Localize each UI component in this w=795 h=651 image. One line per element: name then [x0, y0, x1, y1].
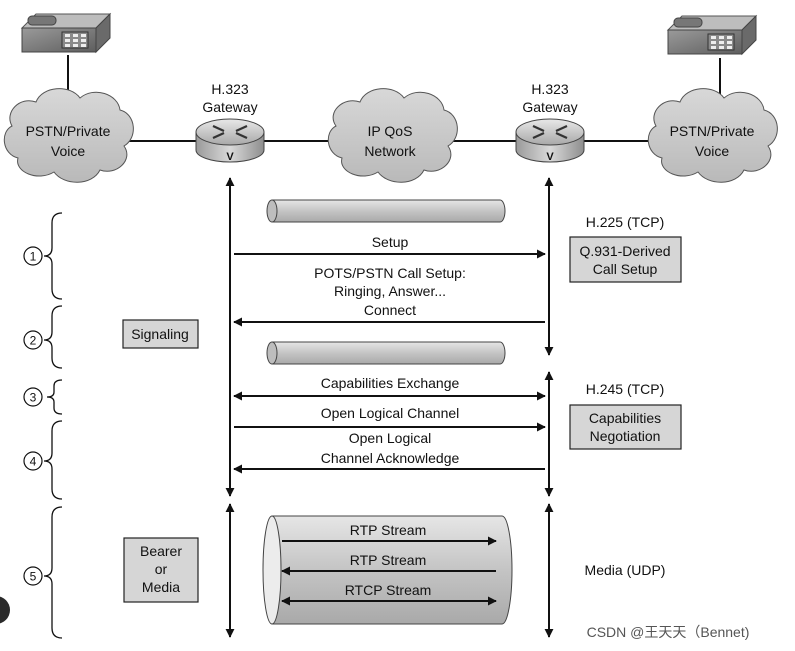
q931-box: Q.931-Derived Call Setup — [569, 236, 682, 283]
right-phone-icon — [666, 14, 758, 56]
bearer-line2: or — [155, 561, 168, 577]
step-1-number: 1 — [30, 250, 37, 264]
ip-qos-network-cloud: IP QoS Network — [327, 88, 458, 183]
edge-circle-decoration — [0, 596, 10, 624]
capabilities-line2: Negotiation — [590, 428, 661, 444]
pots-label-line2: Ringing, Answer... — [334, 283, 446, 299]
right-gateway-line1: H.323 — [531, 81, 569, 97]
setup-label: Setup — [372, 234, 409, 250]
rtp-stream-1-label: RTP Stream — [350, 522, 427, 538]
step-3: 3 — [23, 379, 63, 415]
step-4: 4 — [23, 420, 63, 500]
right-cloud-line2: Voice — [695, 143, 729, 159]
right-cloud-line1: PSTN/Private — [670, 123, 755, 139]
left-pstn-cloud: PSTN/Private Voice — [3, 88, 134, 183]
right-pstn-cloud: PSTN/Private Voice — [647, 88, 778, 183]
left-gateway-line2: Gateway — [202, 99, 257, 115]
bearer-line3: Media — [142, 579, 180, 595]
left-router-icon: V — [195, 118, 265, 163]
csdn-watermark: CSDN @王天天（Bennet) — [587, 624, 750, 640]
left-cloud-line2: Voice — [51, 143, 85, 159]
signaling-label: Signaling — [131, 326, 189, 342]
rtp-stream-2-label: RTP Stream — [350, 552, 427, 568]
left-phone-icon — [20, 12, 112, 54]
step-2-number: 2 — [30, 334, 37, 348]
bearer-line1: Bearer — [140, 543, 182, 559]
signaling-box: Signaling — [122, 319, 199, 349]
capabilities-line1: Capabilities — [589, 410, 661, 426]
q931-line1: Q.931-Derived — [579, 243, 670, 259]
bearer-media-box: Bearer or Media — [123, 537, 199, 603]
h225-tcp-pipe — [266, 199, 506, 223]
left-cloud-line1: PSTN/Private — [26, 123, 111, 139]
left-gateway: H.323 Gateway V — [195, 81, 265, 163]
center-cloud-line2: Network — [364, 143, 416, 159]
rtcp-stream-label: RTCP Stream — [345, 582, 432, 598]
left-router-badge: V — [226, 151, 234, 163]
media-udp-label: Media (UDP) — [585, 562, 666, 578]
left-gateway-line1: H.323 — [211, 81, 249, 97]
step-3-number: 3 — [30, 391, 37, 405]
step-4-number: 4 — [30, 455, 37, 469]
right-gateway-line2: Gateway — [522, 99, 577, 115]
pots-label-line3: Connect — [364, 302, 416, 318]
olc-ack-label-line1: Open Logical — [349, 430, 432, 446]
olc-label: Open Logical Channel — [321, 405, 460, 421]
pots-label-line1: POTS/PSTN Call Setup: — [314, 265, 466, 281]
h245-tcp-pipe — [266, 341, 506, 365]
cap-exchange-label: Capabilities Exchange — [321, 375, 460, 391]
h225-label: H.225 (TCP) — [586, 214, 665, 230]
right-router-icon: V — [515, 118, 585, 163]
h245-label: H.245 (TCP) — [586, 381, 665, 397]
right-router-badge: V — [546, 151, 554, 163]
capabilities-negotiation-box: Capabilities Negotiation — [569, 404, 682, 450]
right-gateway: H.323 Gateway V — [515, 81, 585, 163]
step-5-number: 5 — [30, 570, 37, 584]
step-2: 2 — [23, 305, 63, 369]
q931-line2: Call Setup — [593, 261, 658, 277]
step-1: 1 — [23, 212, 63, 300]
center-cloud-line1: IP QoS — [368, 123, 413, 139]
step-5: 5 — [23, 506, 63, 639]
olc-ack-label-line2: Channel Acknowledge — [321, 450, 460, 466]
